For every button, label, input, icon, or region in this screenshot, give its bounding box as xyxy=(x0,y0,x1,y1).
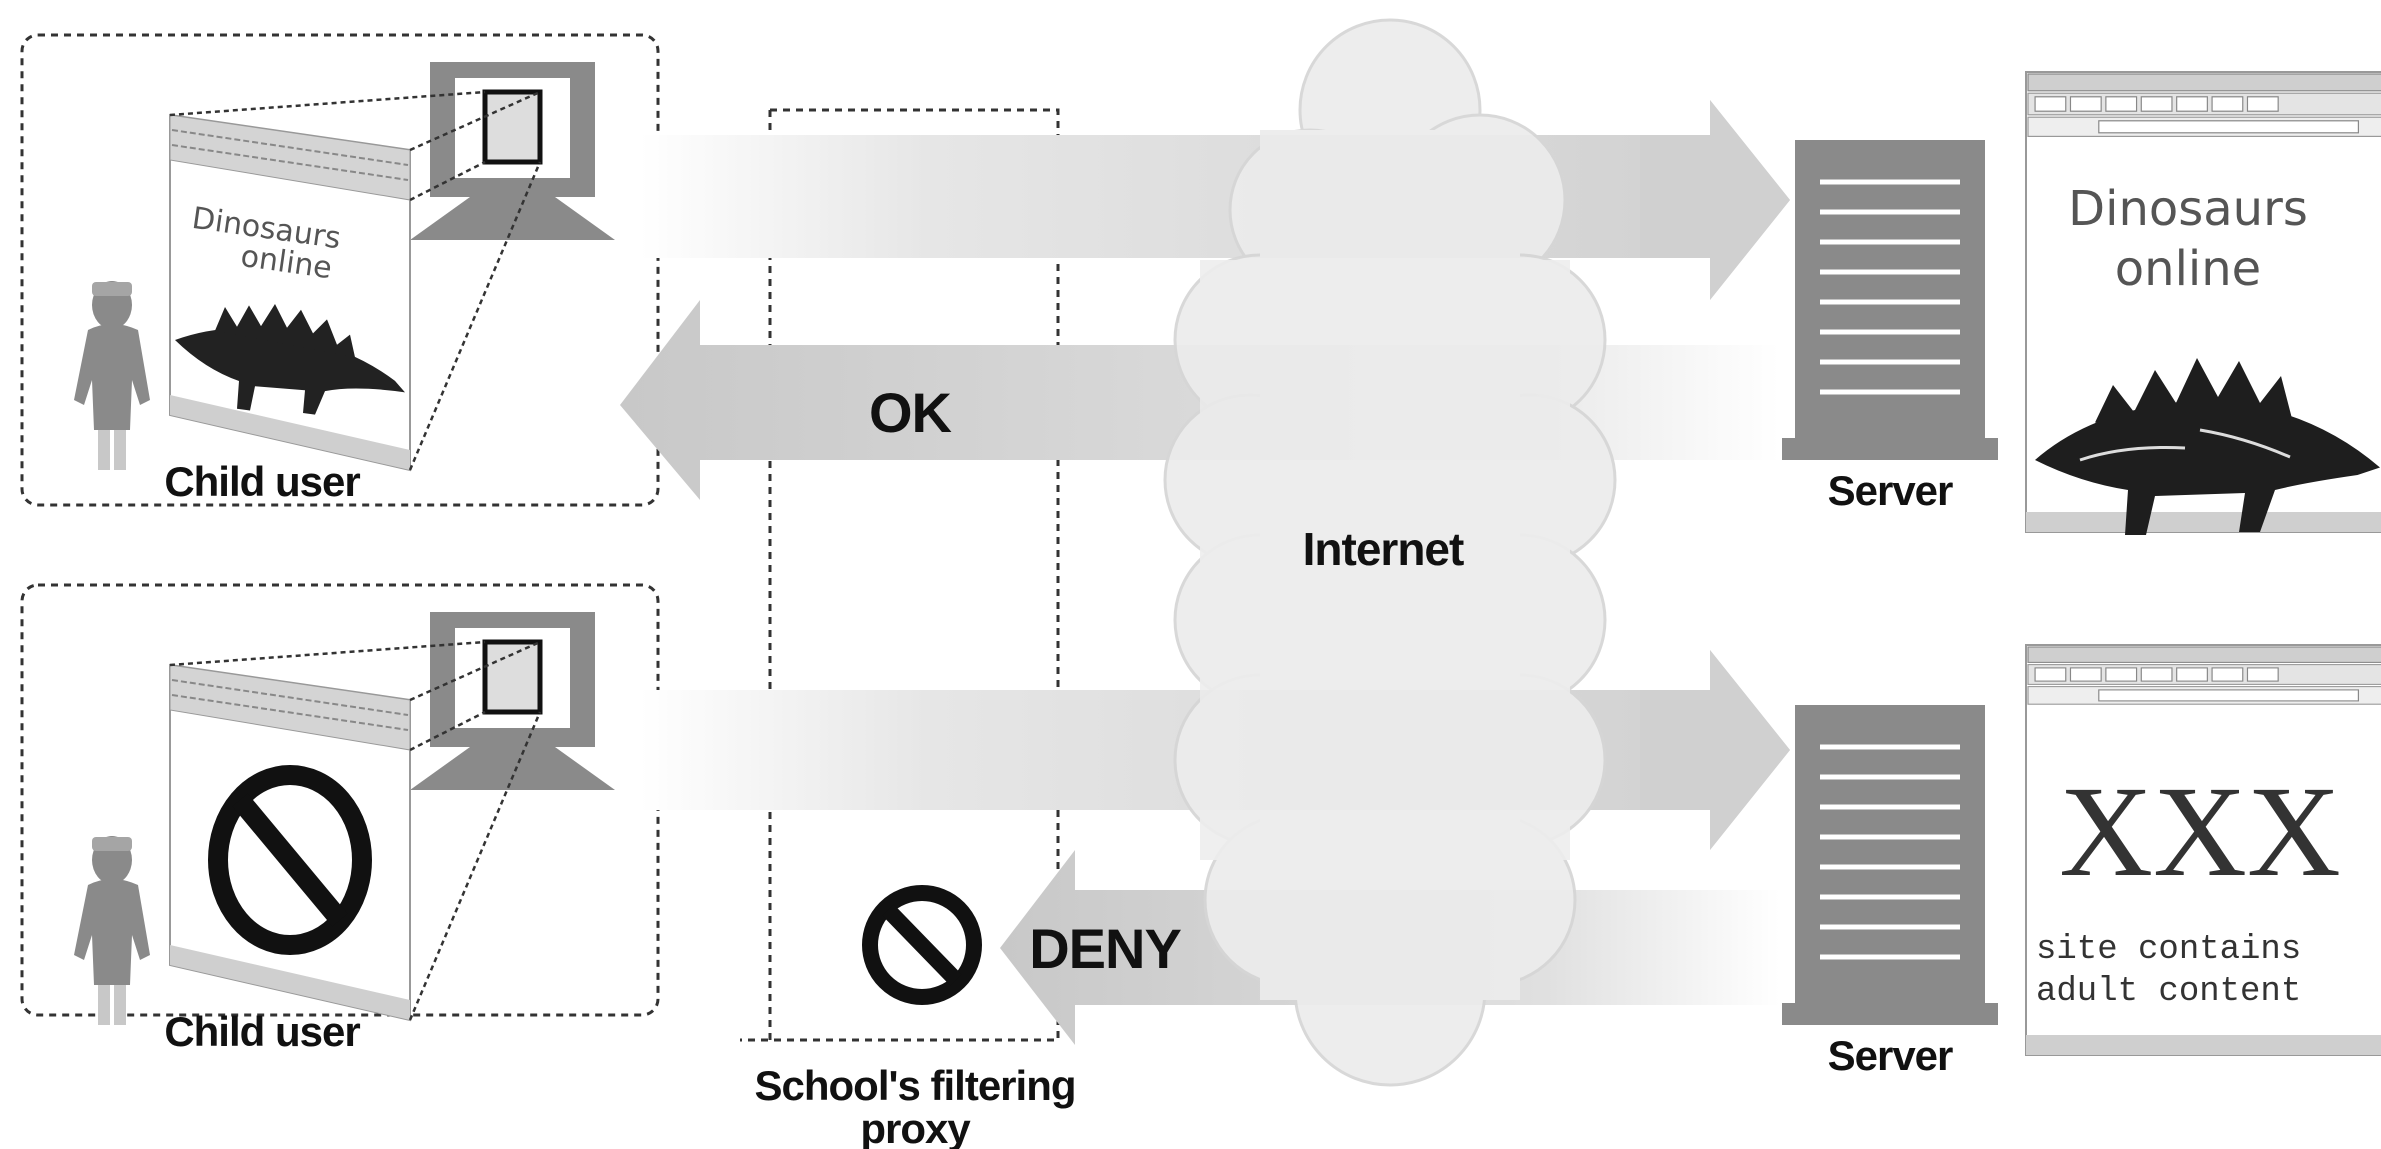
blocked-page-line1: site contains xyxy=(2036,931,2301,969)
server-icon xyxy=(1782,705,1998,1025)
proxy-boundary xyxy=(740,108,1060,1042)
child-user-label-top: Child user xyxy=(164,458,360,505)
browser-window-top: Dinosaurs online xyxy=(169,113,411,472)
person-icon xyxy=(74,281,150,470)
page-title-line1: Dinosaurs xyxy=(2068,181,2308,237)
stegosaurus-icon xyxy=(2035,358,2380,535)
computer-monitor-icon xyxy=(410,612,615,790)
prohibited-icon xyxy=(208,765,372,955)
web-page-blocked: XXX site contains adult content xyxy=(2025,644,2381,1056)
server-icon xyxy=(1782,140,1998,460)
child-group-bottom xyxy=(20,583,660,1017)
blocked-page-banner: XXX xyxy=(2059,760,2341,904)
zoom-lines-top xyxy=(169,90,542,471)
deny-label: DENY xyxy=(1029,917,1181,980)
server-label-top: Server xyxy=(1828,467,1953,514)
blocked-page-line2: adult content xyxy=(2036,973,2301,1011)
ok-label: OK xyxy=(869,381,952,444)
proxy-label-line2: proxy xyxy=(860,1105,971,1149)
zoom-lines-bottom xyxy=(169,640,542,1021)
internet-label: Internet xyxy=(1303,523,1464,575)
person-icon xyxy=(74,836,150,1025)
computer-monitor-icon xyxy=(410,62,615,240)
prohibited-icon xyxy=(862,885,982,1005)
page-title-line2: online xyxy=(2115,241,2261,297)
web-page-allowed: Dinosaurs online xyxy=(2025,71,2381,535)
stegosaurus-icon xyxy=(175,304,405,415)
server-label-bottom: Server xyxy=(1828,1032,1953,1079)
cloud-icon xyxy=(1163,18,1617,1087)
proxy-label-line1: School's filtering xyxy=(754,1062,1075,1109)
child-group-top xyxy=(20,33,660,507)
browser-window-bottom xyxy=(169,663,411,1022)
child-user-label-bottom: Child user xyxy=(164,1008,360,1055)
